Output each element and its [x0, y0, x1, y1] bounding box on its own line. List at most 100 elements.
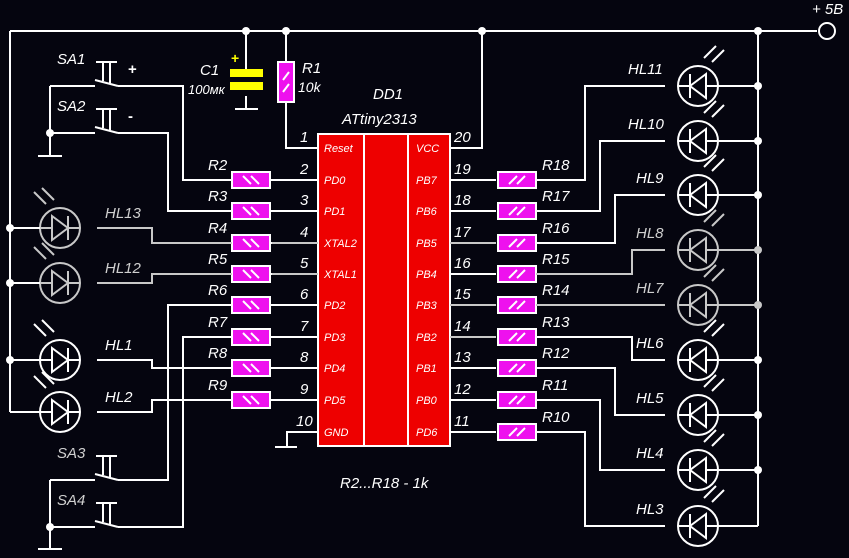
led-hl6: HL6: [636, 319, 725, 381]
resistor-r4: R4: [208, 220, 272, 252]
resistor-label: R15: [542, 251, 570, 268]
pin-number: 5: [300, 255, 309, 272]
pin-number: 17: [454, 224, 471, 241]
supply-label: + 5В: [812, 1, 843, 18]
pin-number: 3: [300, 192, 309, 209]
resistor-label: R7: [208, 314, 228, 331]
resistor-label: R4: [208, 220, 227, 237]
led-hl1: HL1: [33, 319, 133, 381]
pin-number: 10: [296, 413, 313, 430]
resistor-r5: R5: [208, 251, 272, 283]
led-label: HL7: [636, 280, 664, 297]
pin-name: GND: [324, 427, 349, 439]
supply-terminal: [818, 22, 836, 40]
pin-name: PB6: [416, 206, 438, 218]
resistor-label: R13: [542, 314, 570, 331]
r1-value: 10k: [298, 79, 322, 95]
resistor-r11: R11: [497, 377, 568, 409]
switch-sa1: SA1+: [57, 51, 137, 87]
switch-sa4: SA4: [57, 492, 119, 528]
capacitor-value: 100мк: [188, 82, 226, 97]
pin-number: 1: [300, 129, 308, 146]
pin-name: XTAL2: [323, 238, 357, 250]
switch-label: SA3: [57, 445, 86, 462]
led-hl11: HL11: [628, 45, 725, 107]
resistor-r10: R10: [497, 409, 570, 441]
pin-number: 13: [454, 349, 471, 366]
led-hl12: HL12: [33, 242, 142, 304]
pin-name: PD5: [324, 395, 346, 407]
pin-number: 15: [454, 286, 471, 303]
right-wiring: [536, 82, 762, 527]
led-label: HL6: [636, 335, 664, 352]
chip-left-pins: 1Reset2PD03PD14XTAL25XTAL16PD27PD38PD49P…: [272, 129, 357, 439]
pin-number: 11: [454, 413, 470, 430]
led-label: HL4: [636, 445, 664, 462]
led-label: HL10: [628, 116, 665, 133]
pin-number: 8: [300, 349, 309, 366]
resistor-label: R3: [208, 188, 228, 205]
resistor-label: R5: [208, 251, 228, 268]
switch-mark: -: [128, 108, 133, 125]
r1-ref: R1: [302, 60, 321, 77]
led-hl4: HL4: [636, 429, 725, 491]
capacitor-c1: + C1 100мк: [188, 31, 263, 110]
pin-number: 6: [300, 286, 309, 303]
pin-name: PD1: [324, 206, 345, 218]
capacitor-polarity: +: [231, 50, 239, 66]
chip-part: ATtiny2313: [341, 111, 417, 128]
resistor-r15: R15: [497, 251, 570, 283]
pin-name: XTAL1: [323, 269, 357, 281]
resistor-r1: R1 10k: [277, 31, 322, 149]
resistor-r3: R3: [208, 188, 272, 220]
pin-number: 9: [300, 381, 309, 398]
pin-name: PB1: [416, 363, 437, 375]
resistor-label: R6: [208, 282, 228, 299]
switch-sa2: SA2-: [57, 98, 133, 134]
led-hl7: HL7: [636, 264, 725, 326]
led-label: HL13: [105, 205, 142, 222]
switch-label: SA4: [57, 492, 85, 509]
pin-name: VCC: [416, 143, 439, 155]
led-label: HL2: [105, 389, 133, 406]
resistor-r13: R13: [497, 314, 570, 346]
led-hl5: HL5: [636, 374, 725, 436]
switch-label: SA1: [57, 51, 85, 68]
resistor-r17: R17: [497, 188, 570, 220]
pin-name: PD0: [324, 175, 346, 187]
pin-name: PB4: [416, 269, 437, 281]
pin-name: PD4: [324, 363, 345, 375]
resistor-r9: R9: [208, 377, 272, 409]
pin-name: PD6: [416, 427, 438, 439]
resistor-label: R10: [542, 409, 570, 426]
pin-number: 18: [454, 192, 471, 209]
pin-name: PB5: [416, 238, 438, 250]
led-hl8: HL8: [636, 209, 725, 271]
pin-number: 16: [454, 255, 471, 272]
pin-name: PD2: [324, 300, 345, 312]
led-label: HL8: [636, 225, 664, 242]
resistor-label: R17: [542, 188, 570, 205]
pin-name: Reset: [324, 143, 354, 155]
chip-right-pins: 20VCC19PB718PB617PB516PB415PB314PB213PB1…: [416, 129, 496, 439]
pin-number: 14: [454, 318, 471, 335]
pin-name: PB2: [416, 332, 437, 344]
resistor-r12: R12: [497, 345, 570, 377]
